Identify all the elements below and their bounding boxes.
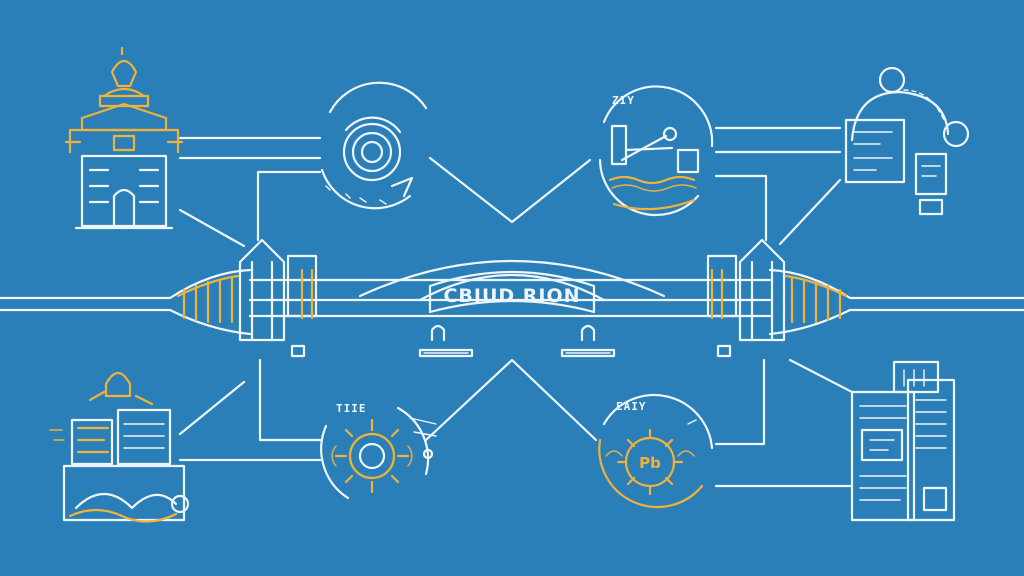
bottom-left-hub-label: TIIE	[336, 402, 367, 415]
bridge-icon	[176, 238, 848, 358]
target-rings-icon	[320, 81, 428, 210]
gear-sun-icon: TIIE	[320, 402, 437, 500]
coin-label: Pb	[639, 454, 661, 472]
coin-gear-icon: EAIY Pb	[598, 393, 714, 509]
cloud-device-icon	[844, 66, 970, 216]
banner-text: CBIUD RION	[443, 285, 580, 307]
connector-lines	[178, 126, 854, 488]
station-left	[418, 324, 474, 358]
top-right-hub-label: ZIY	[612, 94, 635, 107]
station-right	[560, 324, 616, 358]
desk-workstation-icon	[49, 371, 190, 523]
tools-scene-icon: ZIY	[598, 85, 714, 217]
temple-building-icon	[64, 46, 184, 230]
server-terminal-icon	[850, 360, 956, 522]
banner: CBIUD RION	[428, 270, 596, 314]
